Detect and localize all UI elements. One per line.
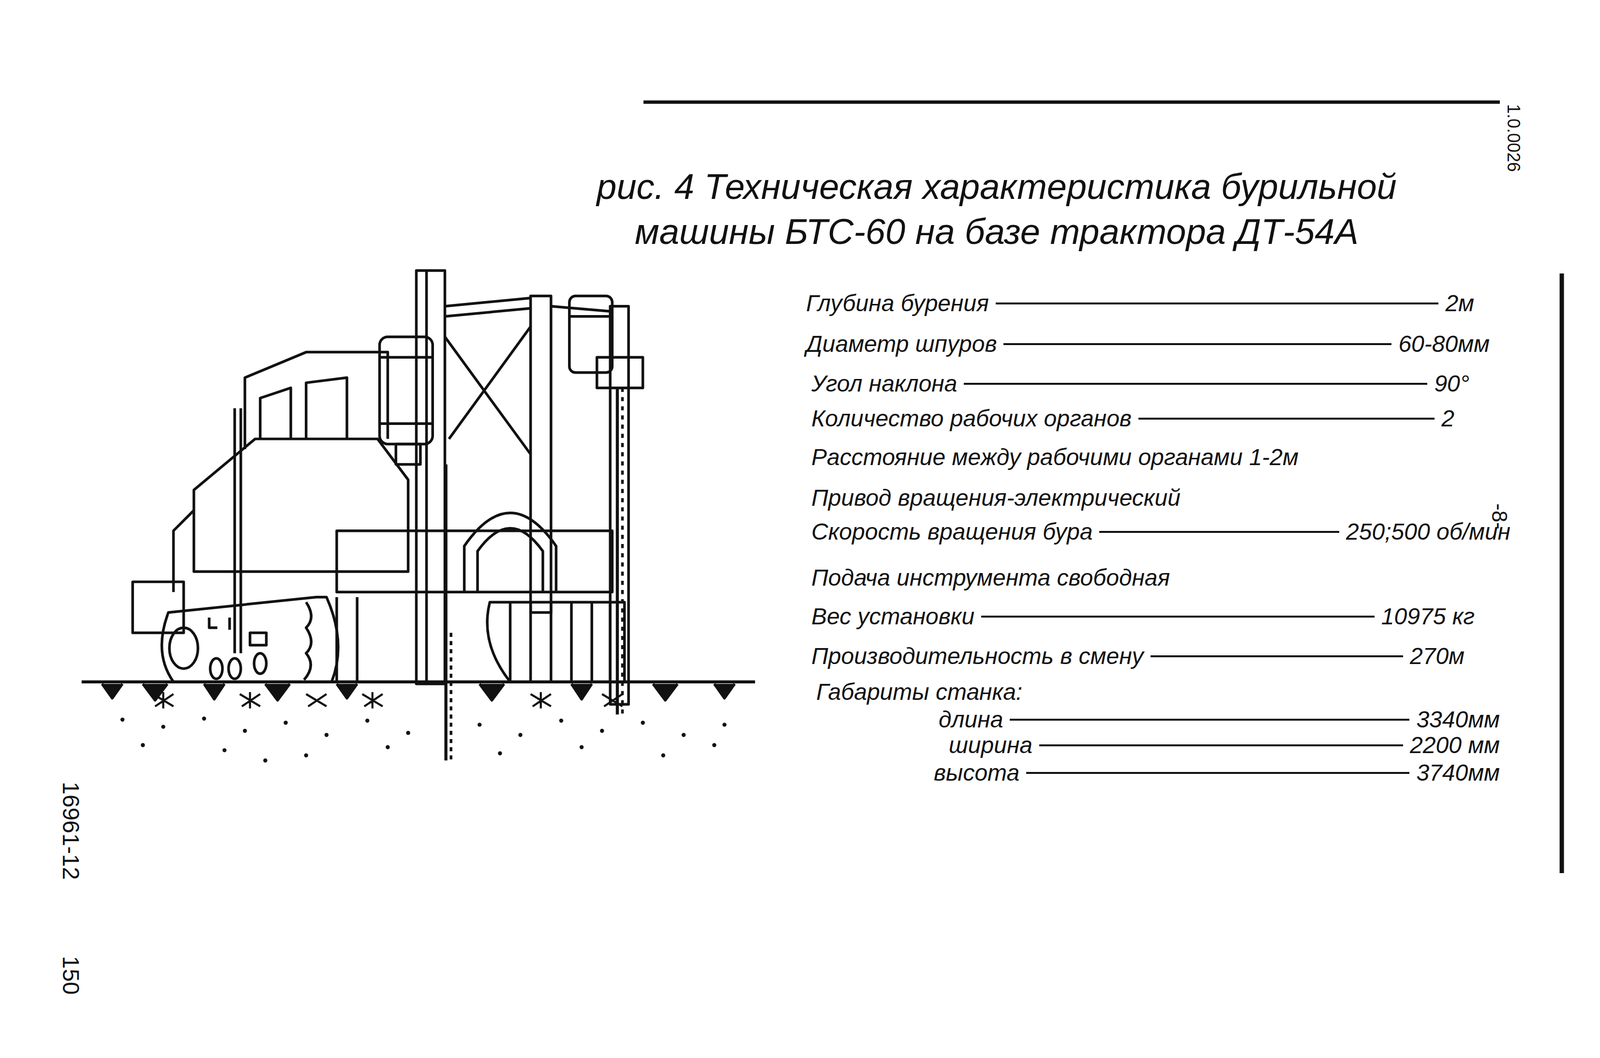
drilling-machine-illustration (81, 270, 756, 763)
leader-line (1039, 744, 1404, 747)
leader-line (1138, 417, 1435, 420)
spec-row: Вес установки 10975 кг (811, 602, 1475, 631)
spec-name: ширина (948, 731, 1033, 760)
spec-value: 250;500 об/мин (1345, 517, 1511, 546)
top-rule (643, 100, 1500, 105)
spec-value: 60-80мм (1398, 329, 1490, 359)
front-track (161, 597, 339, 682)
spec-row: высота 3740мм (933, 758, 1500, 787)
spec-row: Глубина бурения 2м (806, 289, 1475, 318)
document-code: 16961-12 (56, 781, 85, 880)
spec-name: длина (938, 705, 1003, 734)
spec-value: 3340мм (1416, 705, 1500, 734)
spec-row: ширина 2200 мм (948, 731, 1500, 760)
spec-value: 3740мм (1416, 758, 1500, 787)
spec-value: 10975 кг (1381, 602, 1475, 631)
drill-motors (379, 296, 643, 465)
page-number: -8- (1486, 503, 1512, 530)
leader-line (1026, 771, 1410, 774)
spec-name: Производительность в смену (811, 642, 1144, 671)
spec-row: Габариты станка: (816, 677, 1023, 706)
spec-name: Габариты станка: (816, 677, 1023, 706)
rear-track (336, 597, 625, 682)
leader-line (995, 302, 1439, 305)
spec-row: Скорость вращения бура 250;500 об/мин (811, 517, 1511, 546)
spec-row: Угол наклона 90° (811, 369, 1470, 398)
tractor-body (132, 352, 613, 633)
leader-line (1009, 718, 1410, 721)
figure-title: рис. 4 Техническая характеристика буриль… (580, 164, 1413, 255)
side-rule (1559, 273, 1565, 873)
spec-row: Количество рабочих органов 2 (811, 404, 1455, 433)
spec-row: Подача инструмента свободная (811, 563, 1170, 592)
spec-row: Расстояние между рабочими органами 1-2м (811, 443, 1299, 472)
archive-number: 1.0.0026 (1503, 104, 1525, 172)
spec-name: Угол наклона (811, 369, 958, 398)
spec-name: Подача инструмента свободная (811, 563, 1170, 592)
spec-value: 90° (1434, 369, 1470, 398)
sheet-number: 150 (56, 955, 85, 995)
spec-value: 2200 мм (1409, 731, 1500, 760)
spec-row: Производительность в смену 270м (811, 642, 1465, 671)
drill-rods (446, 387, 623, 761)
spec-name: Привод вращения-электрический (811, 483, 1181, 512)
spec-value: 2м (1445, 289, 1475, 318)
leader-line (1150, 655, 1404, 658)
leader-line (1099, 530, 1340, 533)
spec-name: Расстояние между рабочими органами 1-2м (811, 443, 1299, 472)
ground (81, 681, 756, 763)
drill-masts (234, 270, 629, 704)
leader-line (1003, 343, 1392, 345)
spec-name: Вес установки (811, 602, 975, 631)
spec-name: Диаметр шпуров (806, 329, 997, 359)
spec-value: 270м (1409, 642, 1465, 671)
spec-row: Диаметр шпуров 60-80мм (806, 329, 1490, 359)
leader-line (963, 382, 1428, 385)
spec-name: Глубина бурения (806, 289, 989, 318)
spec-row: длина 3340мм (938, 705, 1500, 734)
spec-name: высота (933, 758, 1020, 787)
spec-row: Привод вращения-электрический (811, 483, 1181, 512)
leader-line (981, 615, 1375, 618)
spec-value: 2 (1441, 404, 1455, 433)
spec-name: Скорость вращения бура (811, 517, 1093, 546)
spec-name: Количество рабочих органов (811, 404, 1132, 433)
